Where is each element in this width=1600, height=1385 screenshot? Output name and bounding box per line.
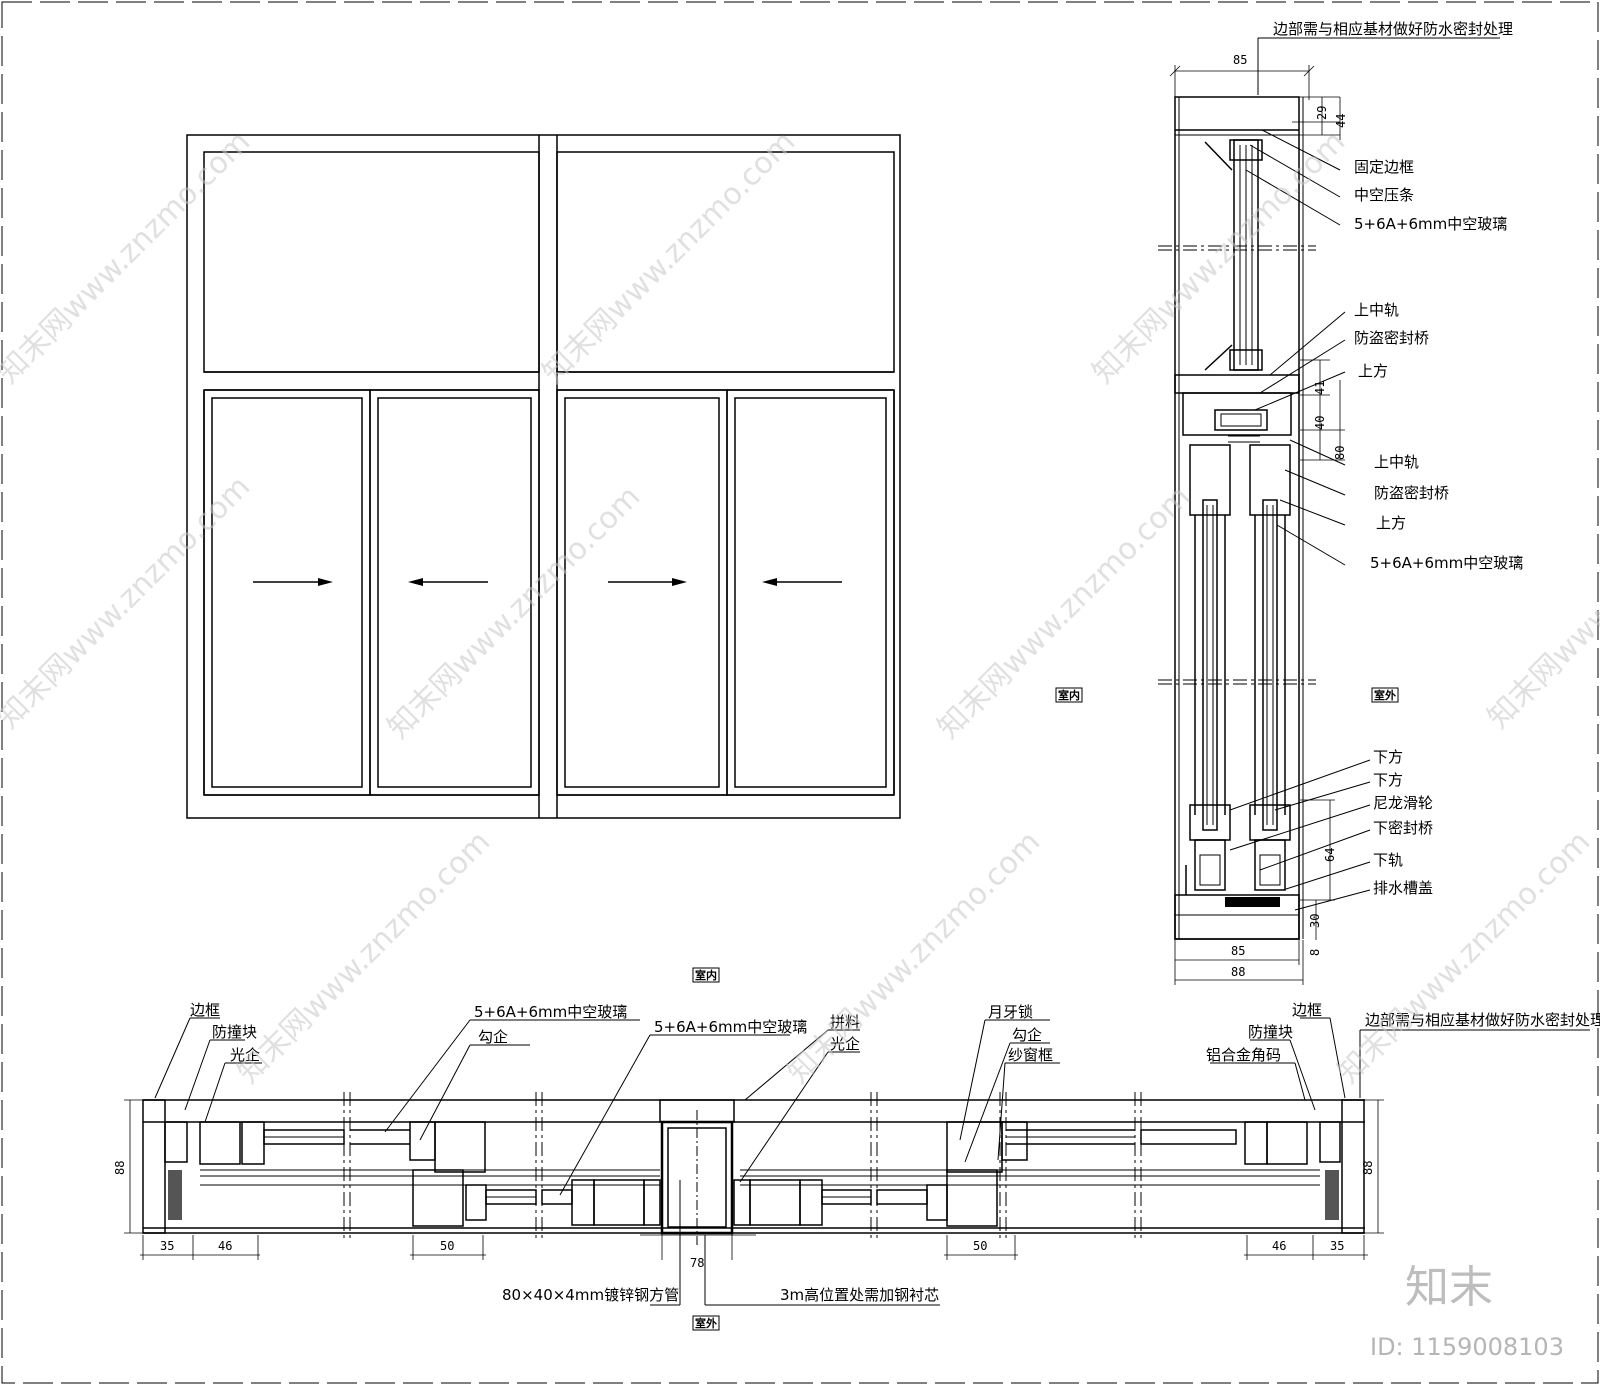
vs-label-3: 上中轨 bbox=[1354, 301, 1399, 319]
hs-mullion-label-0: 拼料 bbox=[830, 1013, 860, 1031]
vs-label-7: 防盗密封桥 bbox=[1374, 484, 1449, 502]
vs-label-9: 5+6A+6mm中空玻璃 bbox=[1370, 554, 1523, 572]
hs-indoor-tag: 室内 bbox=[695, 968, 717, 982]
vs-label-0: 固定边框 bbox=[1354, 158, 1414, 176]
slide-arrow-icon bbox=[408, 578, 488, 586]
vertical-section: 85 边部需与相应基材做好防水密封处理 bbox=[1055, 20, 1523, 985]
dim-top-85: 85 bbox=[1233, 53, 1247, 67]
hs-dim-35-right: 35 bbox=[1330, 1239, 1344, 1253]
hs-tube-note: 80×40×4mm镀锌钢方管 bbox=[502, 1286, 679, 1304]
watermark-text: 知末网www.znzmo.com bbox=[1481, 469, 1600, 735]
hs-right-note: 边部需与相应基材做好防水密封处理 bbox=[1365, 1011, 1600, 1029]
dim-80: 80 bbox=[1333, 446, 1347, 460]
hs-dim-35-left: 35 bbox=[160, 1239, 174, 1253]
watermark-text: 知末网www.znzmo.com bbox=[0, 469, 257, 735]
hs-dim-46-left: 46 bbox=[218, 1239, 232, 1253]
vs-label-4: 防盗密封桥 bbox=[1354, 329, 1429, 347]
hs-outdoor-tag: 室外 bbox=[695, 1316, 717, 1330]
vs-label-5: 上方 bbox=[1358, 362, 1388, 380]
vs-leaders bbox=[1229, 129, 1371, 911]
hs-right-label-2: 铝合金角码 bbox=[1206, 1046, 1281, 1064]
vs-label-8: 上方 bbox=[1376, 514, 1406, 532]
slide-arrow-icon bbox=[253, 578, 333, 586]
hs-left-label-1: 防撞块 bbox=[212, 1023, 257, 1041]
hs-hook-label: 勾企 bbox=[478, 1028, 508, 1046]
watermark-id: ID: 1159008103 bbox=[1370, 1333, 1564, 1361]
hs-glass-label-2: 5+6A+6mm中空玻璃 bbox=[654, 1018, 807, 1036]
hs-rmid-label-0: 月牙锁 bbox=[988, 1003, 1033, 1021]
dim-64: 64 bbox=[1323, 848, 1337, 862]
vs-label-13: 下密封桥 bbox=[1373, 819, 1433, 837]
hs-dim-50-left: 50 bbox=[440, 1239, 454, 1253]
watermark-text: 知末网www.znzmo.com bbox=[381, 479, 647, 745]
hs-right-label-1: 防撞块 bbox=[1248, 1023, 1293, 1041]
dim-29: 29 bbox=[1315, 106, 1329, 120]
dim-8: 8 bbox=[1308, 949, 1322, 956]
hs-dim-46-right: 46 bbox=[1272, 1239, 1286, 1253]
vs-outdoor-tag: 室外 bbox=[1374, 688, 1396, 702]
vs-label-1: 中空压条 bbox=[1354, 186, 1414, 204]
slide-arrow-icon bbox=[762, 578, 842, 586]
dim-bottom-85: 85 bbox=[1231, 944, 1245, 958]
dim-40: 40 bbox=[1313, 416, 1327, 430]
hs-leaders bbox=[154, 1017, 1590, 1306]
hs-steel-note: 3m高位置处需加钢衬芯 bbox=[780, 1286, 939, 1304]
hs-dim-50-right: 50 bbox=[973, 1239, 987, 1253]
vs-label-2: 5+6A+6mm中空玻璃 bbox=[1354, 215, 1507, 233]
window-elevation bbox=[186, 134, 901, 819]
hs-dim-left-88: 88 bbox=[113, 1161, 127, 1175]
hs-dim-78: 78 bbox=[690, 1256, 704, 1270]
watermark-brand: 知末 bbox=[1405, 1262, 1493, 1313]
watermark-text: 知末网www.znzmo.com bbox=[1086, 124, 1352, 390]
vs-label-10: 下方 bbox=[1373, 748, 1403, 766]
vs-label-15: 排水槽盖 bbox=[1373, 879, 1433, 897]
vs-label-12: 尼龙滑轮 bbox=[1373, 794, 1433, 812]
dim-44: 44 bbox=[1334, 114, 1348, 128]
vs-indoor-tag: 室内 bbox=[1058, 688, 1080, 702]
vs-label-14: 下轨 bbox=[1373, 851, 1403, 869]
dim-bottom-88: 88 bbox=[1231, 965, 1245, 979]
hs-rmid-label-2: 纱窗框 bbox=[1008, 1046, 1053, 1064]
hs-dim-right-88: 88 bbox=[1361, 1161, 1375, 1175]
hs-left-label-0: 边框 bbox=[190, 1001, 220, 1019]
vs-label-11: 下方 bbox=[1373, 771, 1403, 789]
horizontal-section: 室内 bbox=[113, 967, 1600, 1331]
hs-rmid-label-1: 勾企 bbox=[1012, 1026, 1042, 1044]
hs-mullion-label-1: 光企 bbox=[830, 1035, 860, 1053]
dim-30: 30 bbox=[1308, 914, 1322, 928]
hs-right-label-0: 边框 bbox=[1292, 1001, 1322, 1019]
watermark-text: 知末网www.znzmo.com bbox=[231, 824, 497, 1090]
hs-left-label-2: 光企 bbox=[230, 1046, 260, 1064]
watermark-text: 知末网www.znzmo.com bbox=[1331, 824, 1597, 1090]
watermark-text: 知末网www.znzmo.com bbox=[931, 479, 1197, 745]
slide-arrow-icon bbox=[608, 578, 687, 586]
hs-glass-label-1: 5+6A+6mm中空玻璃 bbox=[474, 1003, 627, 1021]
watermark-text: 知末网www.znzmo.com bbox=[0, 124, 257, 390]
vs-label-6: 上中轨 bbox=[1374, 453, 1419, 471]
watermark-text: 知末网www.znzmo.com bbox=[536, 124, 802, 390]
vs-top-note: 边部需与相应基材做好防水密封处理 bbox=[1273, 20, 1513, 38]
